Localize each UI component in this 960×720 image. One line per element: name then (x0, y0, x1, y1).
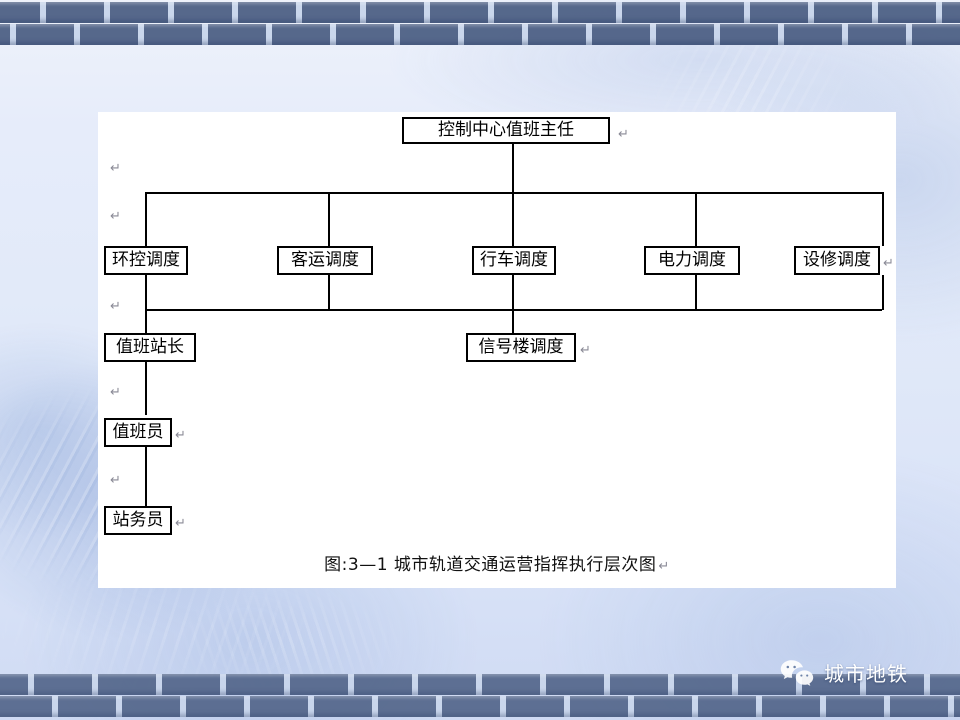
connector-drop-zhibanzhanzhang (145, 309, 147, 333)
connector-root-down (512, 143, 514, 193)
connector-xingche-down (512, 275, 514, 310)
node-label: 设修调度 (803, 250, 871, 270)
connector-zhanzhang-to-zhibanyuan (145, 362, 147, 415)
org-chart: 控制中心值班主任 ↵ 环控调度 客运调度 行车调度 电力调度 设修调度 ↵ 值班… (98, 112, 896, 588)
node-environment-control-dispatch[interactable]: 环控调度 (104, 246, 188, 275)
node-label: 信号楼调度 (478, 337, 564, 357)
brick-row (0, 24, 960, 45)
paragraph-mark: ↵ (883, 256, 894, 271)
connector-zhibanyuan-to-zhanwuyuan (145, 447, 147, 506)
connector-keyun-down (328, 275, 330, 310)
brick-row (0, 696, 960, 717)
connector-drop-shexiu (882, 192, 884, 246)
brick-border-top (0, 0, 960, 46)
paragraph-mark: ↵ (110, 209, 121, 224)
node-label: 电力调度 (658, 250, 726, 270)
brick-row (0, 674, 960, 695)
node-train-dispatch[interactable]: 行车调度 (472, 246, 556, 275)
paragraph-mark: ↵ (110, 473, 121, 488)
paragraph-mark: ↵ (110, 161, 121, 176)
node-station-staff[interactable]: 站务员 (104, 506, 172, 535)
connector-huankong-down (145, 275, 147, 310)
node-equipment-maintenance-dispatch[interactable]: 设修调度 (794, 246, 880, 275)
connector-drop-xinhaolou (512, 309, 514, 333)
paragraph-mark: ↵ (618, 127, 629, 142)
node-duty-station-master[interactable]: 值班站长 (104, 333, 196, 362)
node-duty-officer[interactable]: 值班员 (104, 418, 172, 447)
node-label: 值班员 (112, 422, 164, 442)
paragraph-mark: ↵ (580, 343, 591, 358)
watermark-label: 城市地铁 (824, 662, 908, 686)
paragraph-mark: ↵ (175, 516, 186, 531)
document-panel: 控制中心值班主任 ↵ 环控调度 客运调度 行车调度 电力调度 设修调度 ↵ 值班… (98, 112, 896, 588)
node-signal-tower-dispatch[interactable]: 信号楼调度 (466, 333, 576, 362)
paragraph-mark: ↵ (175, 428, 186, 443)
connector-dianli-down (695, 275, 697, 310)
connector-drop-dianli (695, 192, 697, 246)
chart-caption-text: 图:3—1 城市轨道交通运营指挥执行层次图 (324, 555, 657, 575)
paragraph-mark: ↵ (110, 385, 121, 400)
node-label: 行车调度 (480, 250, 548, 270)
node-label: 值班站长 (116, 337, 184, 357)
connector-drop-huankong (145, 192, 147, 246)
node-label: 环控调度 (112, 250, 180, 270)
paragraph-mark: ↵ (658, 559, 670, 574)
chart-caption: 图:3—1 城市轨道交通运营指挥执行层次图↵ (98, 550, 896, 575)
node-control-center-duty-director[interactable]: 控制中心值班主任 (402, 117, 610, 144)
node-label: 控制中心值班主任 (438, 120, 574, 140)
watermark: 城市地铁 (780, 658, 908, 687)
node-label: 站务员 (112, 510, 164, 530)
paragraph-mark: ↵ (110, 299, 121, 314)
node-passenger-dispatch[interactable]: 客运调度 (277, 246, 373, 275)
brick-row (0, 2, 960, 23)
node-power-dispatch[interactable]: 电力调度 (644, 246, 740, 275)
wechat-icon (780, 659, 814, 687)
brick-border-bottom (0, 674, 960, 720)
connector-drop-xingche (512, 192, 514, 246)
node-label: 客运调度 (291, 250, 359, 270)
connector-shexiu-down (882, 275, 884, 310)
connector-drop-keyun (328, 192, 330, 246)
